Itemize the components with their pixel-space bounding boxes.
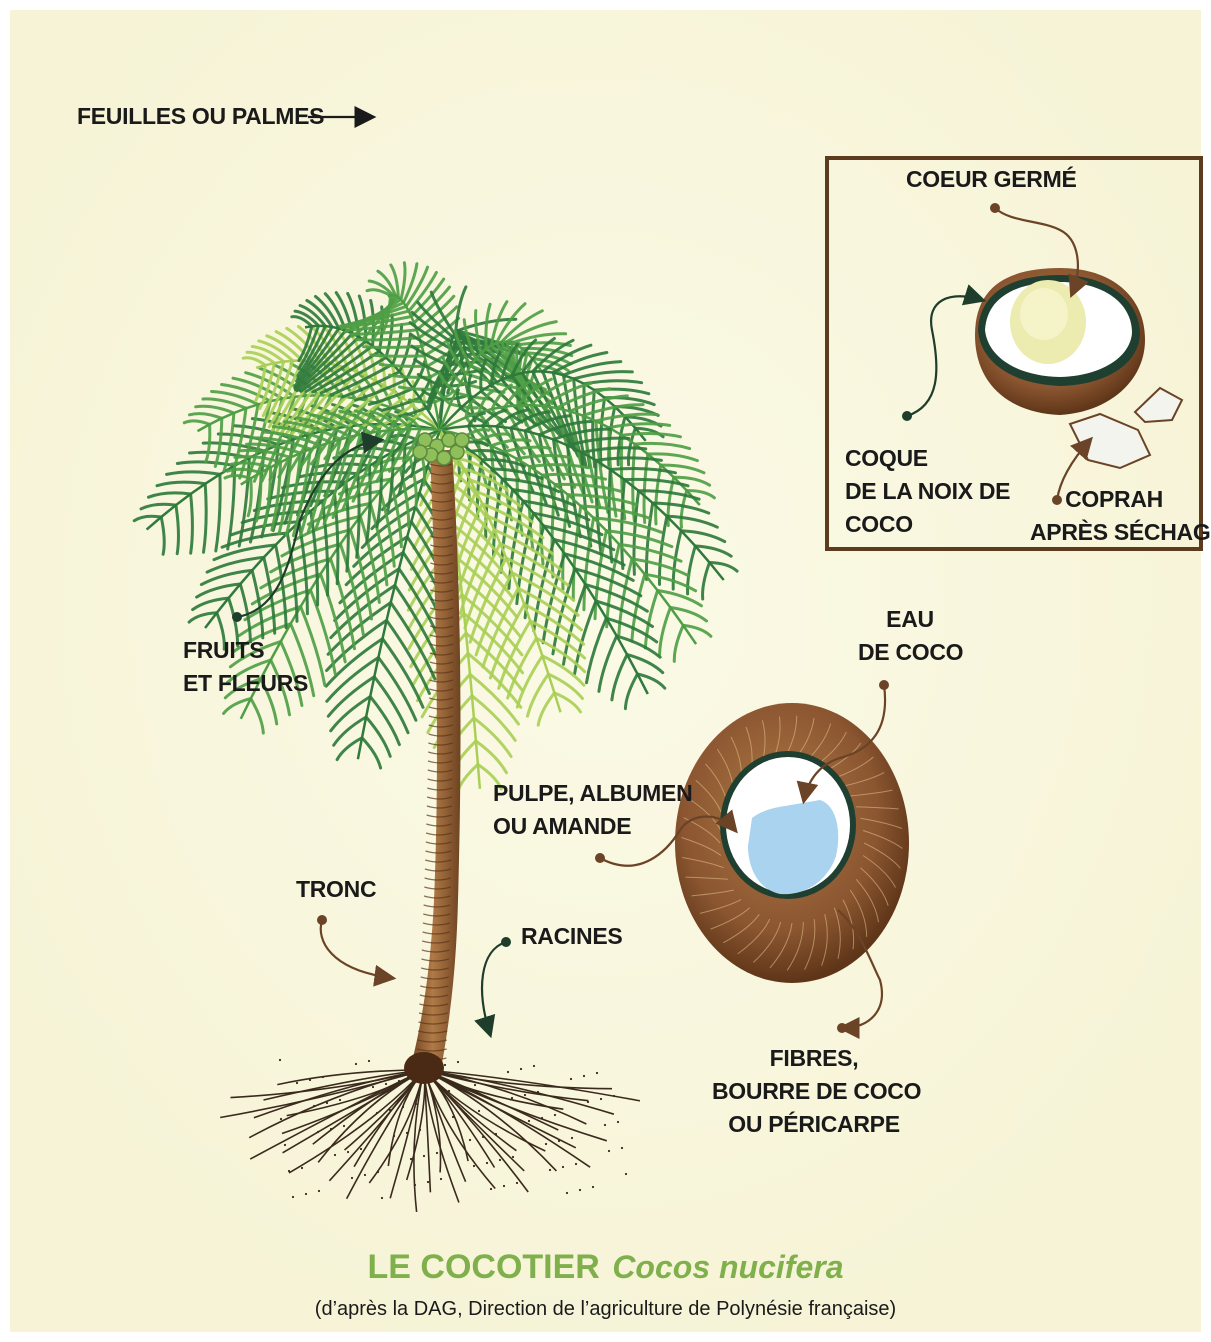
label-roots: RACINES [521, 920, 622, 953]
label-fruits-line1: FRUITS [183, 634, 308, 667]
label-shell-line1: COQUE [845, 442, 1010, 475]
label-fruits-line2: ET FLEURS [183, 667, 308, 700]
label-copra: COPRAH APRÈS SÉCHAGE [1030, 483, 1198, 549]
label-fruits: FRUITS ET FLEURS [183, 634, 308, 700]
label-roots-text: RACINES [521, 920, 622, 953]
label-water-line2: DE COCO [858, 636, 962, 669]
label-fibers-line3: OU PÉRICARPE [712, 1108, 916, 1141]
label-fibers: FIBRES, BOURRE DE COCO OU PÉRICARPE [712, 1042, 916, 1141]
label-copra-line2: APRÈS SÉCHAGE [1030, 516, 1198, 549]
label-fibers-line2: BOURRE DE COCO [712, 1075, 916, 1108]
label-pulp: PULPE, ALBUMEN OU AMANDE [493, 777, 692, 843]
label-copra-line1: COPRAH [1030, 483, 1198, 516]
page-title: LE COCOTIER Cocos nucifera [0, 1248, 1211, 1287]
label-heart-text: COEUR GERMÉ [906, 163, 1077, 196]
label-trunk-text: TRONC [296, 873, 376, 906]
label-pulp-line2: OU AMANDE [493, 810, 692, 843]
label-leaves: FEUILLES OU PALMES [77, 100, 324, 133]
label-shell-line2: DE LA NOIX DE [845, 475, 1010, 508]
title-scientific: Cocos nucifera [612, 1249, 843, 1285]
label-shell: COQUE DE LA NOIX DE COCO [845, 442, 1010, 541]
label-shell-line3: COCO [845, 508, 1010, 541]
label-leaves-text: FEUILLES OU PALMES [77, 100, 324, 133]
label-fibers-line1: FIBRES, [712, 1042, 916, 1075]
title-main: LE COCOTIER [368, 1248, 600, 1286]
label-water: EAU DE COCO [858, 603, 962, 669]
credit-line: (d’après la DAG, Direction de l’agricult… [0, 1298, 1211, 1321]
label-heart: COEUR GERMÉ [906, 163, 1077, 196]
coconut-halved-illustration [675, 703, 909, 983]
label-water-line1: EAU [858, 603, 962, 636]
label-trunk: TRONC [296, 873, 376, 906]
label-pulp-line1: PULPE, ALBUMEN [493, 777, 692, 810]
